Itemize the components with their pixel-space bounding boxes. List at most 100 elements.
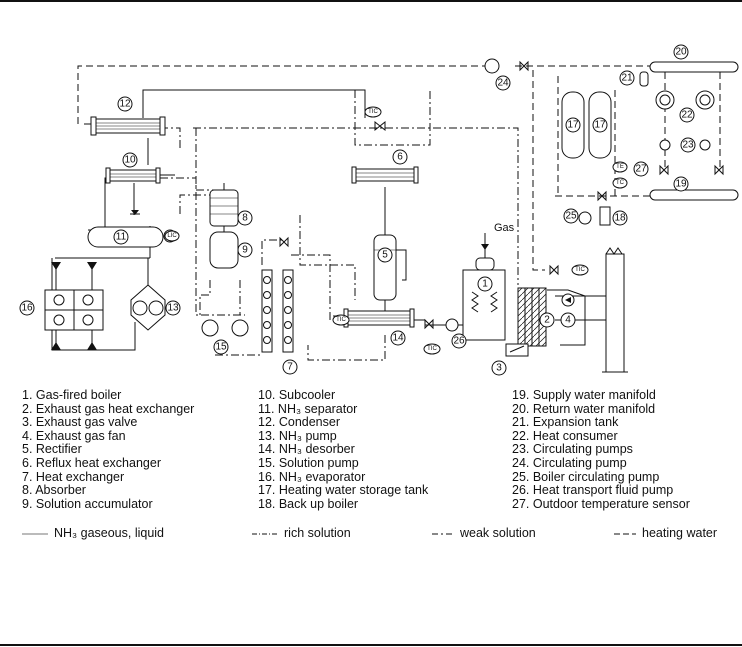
legend-item: 8. Absorber: [22, 483, 86, 498]
sensor-tc: TC: [612, 177, 628, 189]
legend-item: 4. Exhaust gas fan: [22, 428, 126, 443]
svg-text:10: 10: [124, 155, 136, 166]
number-24: 24: [495, 75, 511, 91]
legend-item: 10. Subcooler: [258, 388, 336, 402]
legend-item: 1. Gas-fired boiler: [22, 388, 122, 402]
legend-item: 14. NH₃ desorber: [258, 442, 355, 457]
sensor-lic: LIC: [164, 230, 180, 242]
number-23: 23: [680, 137, 696, 153]
number-19: 19: [673, 176, 689, 192]
svg-text:9: 9: [242, 245, 248, 256]
legend-item: 18. Back up boiler: [258, 496, 359, 511]
svg-text:8: 8: [242, 213, 248, 224]
number-18: 18: [612, 210, 628, 226]
svg-text:21: 21: [621, 73, 633, 84]
nh3-separator-11: [87, 210, 177, 248]
legend-item: 11. NH₃ separator: [258, 401, 358, 416]
svg-text:TIC: TIC: [427, 346, 437, 352]
number-17b: 17: [592, 117, 608, 133]
nh3-evaporator-16: [44, 262, 104, 350]
top-rule: [0, 0, 742, 2]
circulating-pump-24: [484, 58, 529, 74]
svg-text:22: 22: [681, 110, 693, 121]
supply-water-manifold-19: [649, 189, 739, 201]
dash-dot-line-swatch: [432, 533, 454, 535]
return-water-manifold-20: [649, 61, 739, 73]
legend-item: 3. Exhaust gas valve: [22, 415, 138, 430]
number-7: 7: [282, 359, 298, 375]
sensor-tic-1: TIC: [364, 106, 382, 118]
number-14: 14: [390, 330, 406, 346]
legend-item: 26. Heat transport fluid pump: [512, 483, 674, 498]
svg-text:24: 24: [497, 78, 509, 89]
svg-text:26: 26: [453, 336, 465, 347]
heat-transport-fluid-pump-26: [424, 318, 459, 332]
number-6: 6: [392, 149, 408, 165]
expansion-tank-21: [639, 71, 649, 87]
svg-text:23: 23: [682, 140, 694, 151]
pipe-rich-solution: [193, 127, 519, 361]
legend-item: 25. Boiler circulating pump: [512, 469, 660, 484]
sensor-tic-4: TIC: [423, 343, 441, 355]
svg-text:2: 2: [544, 315, 550, 326]
svg-text:TIC: TIC: [368, 109, 378, 115]
svg-text:25: 25: [565, 211, 577, 222]
svg-text:TIC: TIC: [336, 317, 346, 323]
line-key-heating-label: heating water: [642, 526, 718, 540]
pipe-heating-water: [77, 65, 721, 271]
number-12: 12: [117, 96, 133, 112]
legend-column-3: 19. Supply water manifold 20. Return wat…: [512, 388, 690, 511]
svg-text:11: 11: [116, 232, 127, 243]
number-17a: 17: [565, 117, 581, 133]
number-2: 2: [539, 312, 555, 328]
rectifier-5: [373, 234, 407, 301]
number-3: 3: [491, 360, 507, 376]
svg-text:TE: TE: [616, 164, 624, 170]
svg-text:27: 27: [635, 164, 647, 175]
absorber-8: [209, 183, 239, 227]
chimney: [602, 247, 628, 373]
line-key-nh3-label: NH₃ gaseous, liquid: [54, 526, 165, 540]
exhaust-gas-valve-3: [505, 343, 529, 357]
svg-text:3: 3: [496, 363, 502, 374]
legend-item: 17. Heating water storage tank: [258, 483, 429, 498]
line-key-nh3: NH₃ gaseous, liquid: [22, 526, 164, 540]
number-26: 26: [451, 333, 467, 349]
svg-text:6: 6: [397, 152, 403, 163]
svg-text:16: 16: [21, 303, 33, 314]
svg-text:4: 4: [565, 315, 571, 326]
svg-text:18: 18: [614, 213, 626, 224]
legend-item: 24. Circulating pump: [512, 455, 627, 470]
line-key-weak-label: weak solution: [460, 526, 536, 540]
heat-consumer-22: [655, 90, 715, 110]
legend-item: 13. NH₃ pump: [258, 428, 337, 443]
svg-text:17: 17: [594, 120, 606, 131]
legend-item: 19. Supply water manifold: [512, 388, 656, 402]
number-15: 15: [213, 339, 229, 355]
solid-line-swatch: [22, 533, 48, 535]
nh3-pump-13: [130, 284, 166, 331]
line-key-rich: rich solution: [252, 526, 351, 540]
svg-text:14: 14: [392, 333, 404, 344]
line-key-heating: heating water: [614, 526, 742, 540]
svg-text:1: 1: [482, 279, 488, 290]
solution-accumulator-9: [209, 226, 239, 269]
process-schematic: TIC TIC TIC TIC LIC TE TC Gas 1 2 3 4 5 …: [19, 44, 739, 376]
sensor-tic-2: TIC: [571, 264, 589, 276]
legend-item: 15. Solution pump: [258, 455, 359, 470]
legend-item: 16. NH₃ evaporator: [258, 469, 366, 484]
svg-text:5: 5: [382, 250, 388, 261]
svg-text:LIC: LIC: [167, 233, 177, 239]
dash-dot-line-swatch: [252, 533, 278, 535]
nh3-desorber-14: [343, 308, 415, 328]
svg-text:20: 20: [675, 47, 687, 58]
legend-item: 12. Condenser: [258, 415, 341, 430]
boiler-circulating-pump-25: [578, 211, 592, 225]
gas-inlet-label: Gas: [494, 222, 515, 234]
sensor-te: TE: [612, 161, 628, 173]
line-key-rich-label: rich solution: [284, 526, 351, 540]
exhaust-gas-fan-4: [561, 293, 575, 307]
pipe-weak-solution: [160, 90, 431, 320]
number-10: 10: [122, 152, 138, 168]
number-9: 9: [237, 242, 253, 258]
